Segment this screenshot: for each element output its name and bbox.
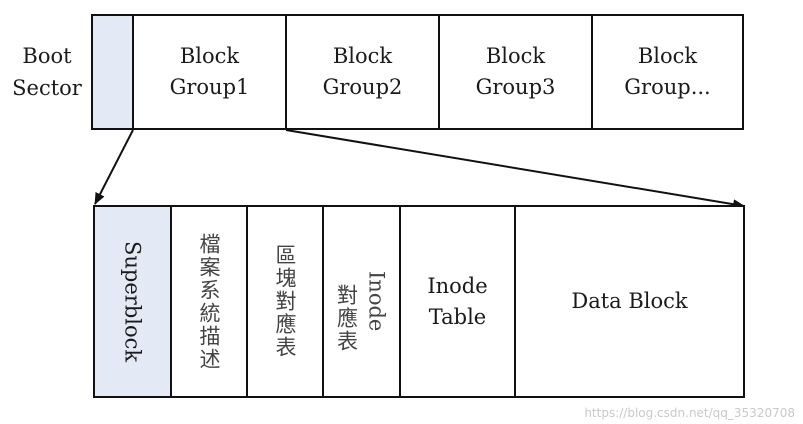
inode-table-cell: Inode Table [399,205,516,398]
block-group-2-line1: Block [332,44,393,68]
inode-bitmap-columns: Inode 對應表 [332,250,392,353]
fs-description-label: 檔案系統描述 [197,232,221,371]
block-group-more-line2: Group... [624,75,711,99]
block-group-more-line1: Block [637,44,698,68]
fs-description-cell: 檔案系統描述 [170,205,248,398]
block-group-2-line2: Group2 [322,75,403,99]
block-group-3: Block Group3 [438,14,593,130]
data-block-cell: Data Block [514,205,745,398]
block-bitmap-cell: 區塊對應表 [246,205,324,398]
block-group-2: Block Group2 [285,14,440,130]
block-group-3-line2: Group3 [475,75,556,99]
block-bitmap-label: 區塊對應表 [273,244,297,359]
boot-sector-cell [91,14,134,130]
arrow-right [285,129,745,210]
boot-label-line1: Boot [22,44,72,68]
boot-sector-label: Boot Sector [4,40,90,104]
block-group-3-line1: Block [485,44,546,68]
inode-table-line1: Inode [427,273,488,298]
block-group-1-line1: Block [179,44,240,68]
block-group-more: Block Group... [591,14,744,130]
arrow-left [94,129,134,205]
superblock-cell: Superblock [93,205,172,398]
data-block-label: Data Block [571,289,688,313]
watermark-text: https://blog.csdn.net/qq_35320708 [584,406,795,420]
boot-label-line2: Sector [12,76,82,100]
block-group-1-line2: Group1 [169,75,250,99]
inode-bitmap-label-b: 對應表 [334,284,359,353]
inode-table-line2: Table [428,304,487,329]
superblock-label: Superblock [120,240,145,363]
inode-bitmap-cell: Inode 對應表 [322,205,401,398]
inode-bitmap-label-a: Inode [364,271,389,332]
